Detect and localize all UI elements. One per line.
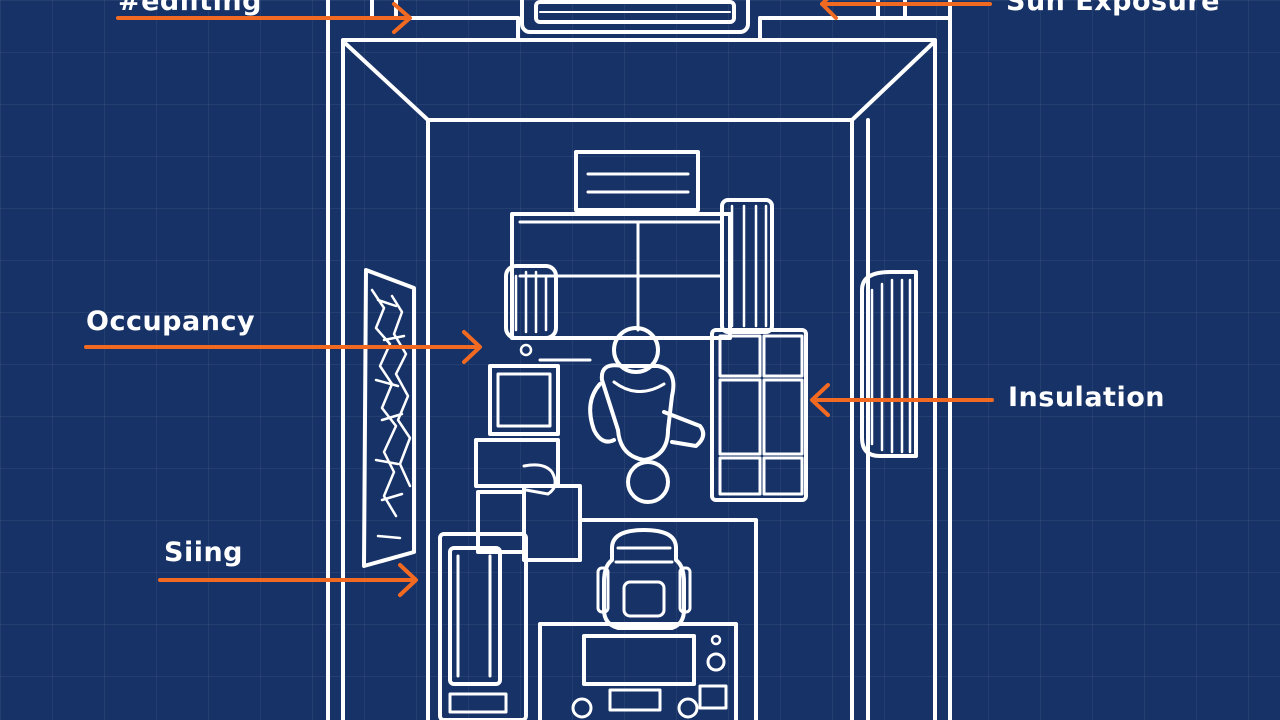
sofa-block bbox=[504, 212, 732, 340]
sun-exposure-label: Sun Exposure bbox=[1006, 0, 1220, 17]
heating-label: #ediiting bbox=[118, 0, 262, 17]
stone-wall-panel bbox=[362, 268, 416, 568]
arrow-insulation bbox=[810, 383, 994, 417]
desk-left bbox=[474, 343, 592, 562]
arrow-heating bbox=[116, 2, 412, 34]
person-figure bbox=[588, 326, 706, 504]
siting-label: Siing bbox=[164, 537, 244, 568]
workstation bbox=[538, 622, 738, 720]
window-unit bbox=[520, 0, 750, 34]
outer-walls bbox=[326, 0, 952, 720]
arrow-occupancy bbox=[84, 330, 482, 364]
desk-chair bbox=[596, 528, 692, 630]
occupancy-label: Occupancy bbox=[86, 306, 256, 337]
sideboard bbox=[574, 150, 700, 212]
side-sofa bbox=[710, 328, 808, 502]
radiator bbox=[860, 270, 918, 458]
callout-arrows bbox=[84, 0, 994, 597]
tall-fridge bbox=[438, 532, 528, 720]
arrow-siting bbox=[158, 563, 418, 597]
arrow-sun-exposure bbox=[820, 0, 992, 20]
dining-table bbox=[578, 518, 758, 720]
insulation-label: Insulation bbox=[1008, 382, 1165, 413]
inner-room bbox=[344, 42, 934, 720]
